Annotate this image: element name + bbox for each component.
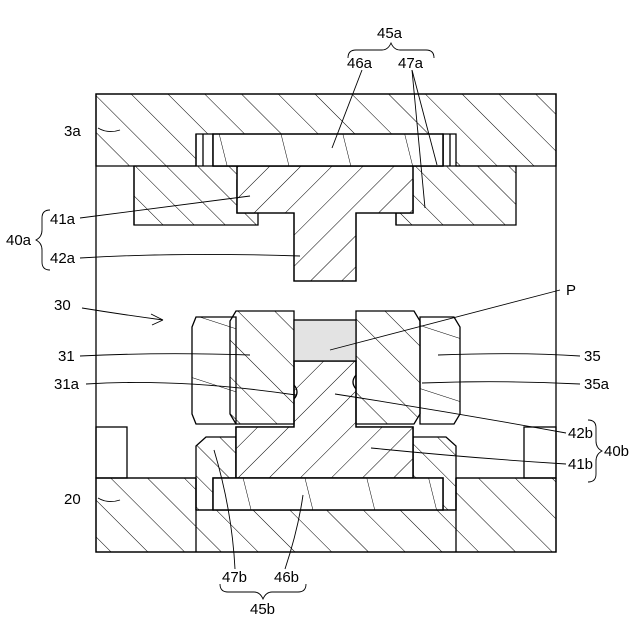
- label-41a: 41a: [50, 211, 76, 228]
- side-block-right: [524, 427, 556, 478]
- upper-recess-wall-left: [196, 134, 203, 166]
- brace-40a: [36, 210, 50, 270]
- label-42a: 42a: [50, 250, 76, 267]
- leader-30: [82, 308, 163, 320]
- die-right-inner: [356, 311, 420, 424]
- side-block-left: [96, 427, 127, 478]
- die-left-inner: [230, 311, 294, 424]
- label-40b: 40b: [604, 443, 629, 460]
- label-31: 31: [58, 348, 75, 365]
- label-30: 30: [54, 297, 71, 314]
- label-31a: 31a: [54, 376, 80, 393]
- label-45a: 45a: [377, 25, 403, 42]
- leader-42a: [80, 254, 300, 258]
- label-3a: 3a: [64, 123, 81, 140]
- upper-recess-wall-right: [443, 134, 450, 166]
- brace-45b: [220, 584, 306, 599]
- label-47a: 47a: [398, 55, 424, 72]
- label-35a: 35a: [584, 376, 610, 393]
- label-35: 35: [584, 348, 601, 365]
- upper-plate-46a-hatch: [213, 134, 443, 166]
- label-45b: 45b: [250, 601, 275, 618]
- label-46a: 46a: [347, 55, 373, 72]
- upper-punch-42a-hatch: [237, 166, 413, 281]
- workpiece-P: [294, 320, 356, 361]
- label-41b: 41b: [568, 456, 593, 473]
- label-40a: 40a: [6, 232, 32, 249]
- lower-plate-46b-hatch: [213, 478, 443, 510]
- label-46b: 46b: [274, 569, 299, 586]
- label-P: P: [566, 282, 576, 299]
- label-47b: 47b: [222, 569, 247, 586]
- label-20: 20: [64, 491, 81, 508]
- die-right-outer-35: [420, 317, 460, 424]
- label-42b: 42b: [568, 425, 593, 442]
